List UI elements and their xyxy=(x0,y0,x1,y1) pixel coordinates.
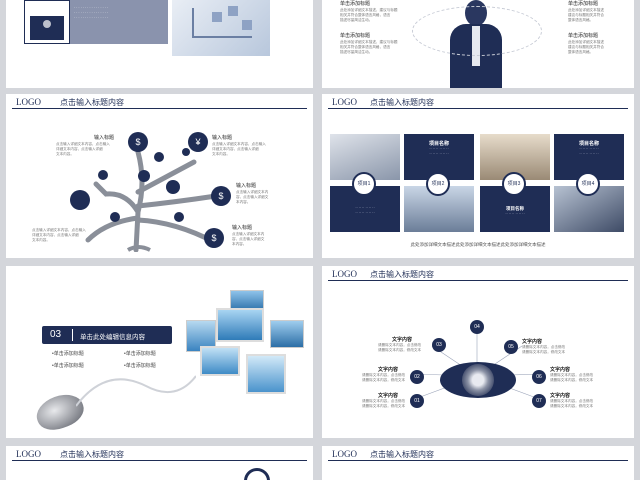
project-circle-1[interactable]: 项目1 xyxy=(352,172,376,196)
section-number: 03 xyxy=(50,329,62,340)
slide1-photo xyxy=(172,0,270,56)
title-rule xyxy=(12,460,307,461)
node-04[interactable]: 04 xyxy=(470,320,484,334)
project-circle-3[interactable]: 项目3 xyxy=(502,172,526,196)
screen-stack xyxy=(186,290,306,410)
slide-title: 点击输入标题内容 xyxy=(370,270,434,279)
slide-title: 点击输入标题内容 xyxy=(370,450,434,459)
eye-label-07: 文字内容 xyxy=(550,393,571,399)
tree-icon-3: $ xyxy=(211,186,231,206)
slide1-badge xyxy=(30,16,64,40)
title-rule xyxy=(328,460,628,461)
slide2-title-4: 单击添加标题 xyxy=(568,33,599,39)
project-circle-2[interactable]: 项目2 xyxy=(426,172,450,196)
logo: LOGO xyxy=(332,269,357,279)
slide-6[interactable]: LOGO 点击输入标题内容 04 03 05 02 06 01 07 文字内容 … xyxy=(322,266,634,438)
bullet-1: •单击添加标题 xyxy=(52,351,84,357)
slide-1[interactable]: · · · · · · · · · · · · · · · ·· · · · ·… xyxy=(6,0,313,88)
node-03[interactable]: 03 xyxy=(432,338,446,352)
mouse-cable xyxy=(76,375,196,407)
title-rule xyxy=(328,108,628,109)
tree-graphic xyxy=(85,149,219,252)
logo: LOGO xyxy=(16,97,41,107)
slide2-icon-cloud xyxy=(412,6,542,56)
title-rule xyxy=(12,108,307,109)
slide1-badge-dot xyxy=(43,20,51,28)
slide-5[interactable]: 03 单击此处编辑信息内容 •单击添加标题 •单击添加标题 •单击添加标题 •单… xyxy=(6,266,313,438)
bullet-4: •单击添加标题 xyxy=(124,363,156,369)
section-banner-text: 单击此处编辑信息内容 xyxy=(80,334,145,341)
logo: LOGO xyxy=(16,449,41,459)
slide-2[interactable]: 单击添加标题 此处添加详细文本描述，建议与标题相关并符合整体语言风格，语言描述尽… xyxy=(322,0,634,88)
logo: LOGO xyxy=(332,449,357,459)
slide-title: 点击输入标题内容 xyxy=(370,98,434,107)
eye-iris xyxy=(462,364,494,396)
slide-7[interactable]: LOGO 点击输入标题内容 xyxy=(6,446,313,480)
slide2-title-1: 单击添加标题 xyxy=(340,1,371,7)
node-06[interactable]: 06 xyxy=(532,370,546,384)
tree-title-1: 输入标题 xyxy=(94,135,115,141)
tree-icon-1: $ xyxy=(128,132,148,152)
slide-4[interactable]: LOGO 点击输入标题内容 项目名称 ·· ·· ·· ·· ·· ···· ·… xyxy=(322,94,634,258)
tree-icon-5 xyxy=(70,190,90,210)
slide-title: 点击输入标题内容 xyxy=(60,450,124,459)
slide-8[interactable]: LOGO 点击输入标题内容 xyxy=(322,446,634,480)
tree-title-3: 输入标题 xyxy=(236,183,257,189)
node-07[interactable]: 07 xyxy=(532,394,546,408)
logo: LOGO xyxy=(332,97,357,107)
tree-title-2: 输入标题 xyxy=(212,135,233,141)
slide-3[interactable]: LOGO 点击输入标题内容 $ ¥ $ $ 输入标题 点击输入详细文本内容，点击… xyxy=(6,94,313,258)
project-footer: 此处添加详细文本描述此处添加详细文本描述此处添加详细文本描述 xyxy=(410,242,546,247)
slide1-text-panel: · · · · · · · · · · · · · · · ·· · · · ·… xyxy=(70,0,168,44)
slide-title: 点击输入标题内容 xyxy=(60,98,124,107)
eye-label-03: 文字内容 xyxy=(392,337,413,343)
bullet-3: •单击添加标题 xyxy=(124,351,156,357)
tree-icon-2: ¥ xyxy=(188,132,208,152)
slide2-title-3: 单击添加标题 xyxy=(568,1,599,7)
eye-label-01: 文字内容 xyxy=(378,393,399,399)
node-02[interactable]: 02 xyxy=(410,370,424,384)
bullet-2: •单击添加标题 xyxy=(52,363,84,369)
slide2-title-2: 单击添加标题 xyxy=(340,33,371,39)
title-rule xyxy=(328,280,628,281)
eye-label-02: 文字内容 xyxy=(378,367,399,373)
tree-title-4: 输入标题 xyxy=(232,225,253,231)
tree-icon-4: $ xyxy=(204,228,224,248)
slide7-emblem xyxy=(244,468,270,480)
project-circle-4[interactable]: 项目4 xyxy=(576,172,600,196)
eye-label-05: 文字内容 xyxy=(522,339,543,345)
node-01[interactable]: 01 xyxy=(410,394,424,408)
node-05[interactable]: 05 xyxy=(504,340,518,354)
section-banner: 03 单击此处编辑信息内容 xyxy=(42,326,172,344)
eye-label-06: 文字内容 xyxy=(550,367,571,373)
